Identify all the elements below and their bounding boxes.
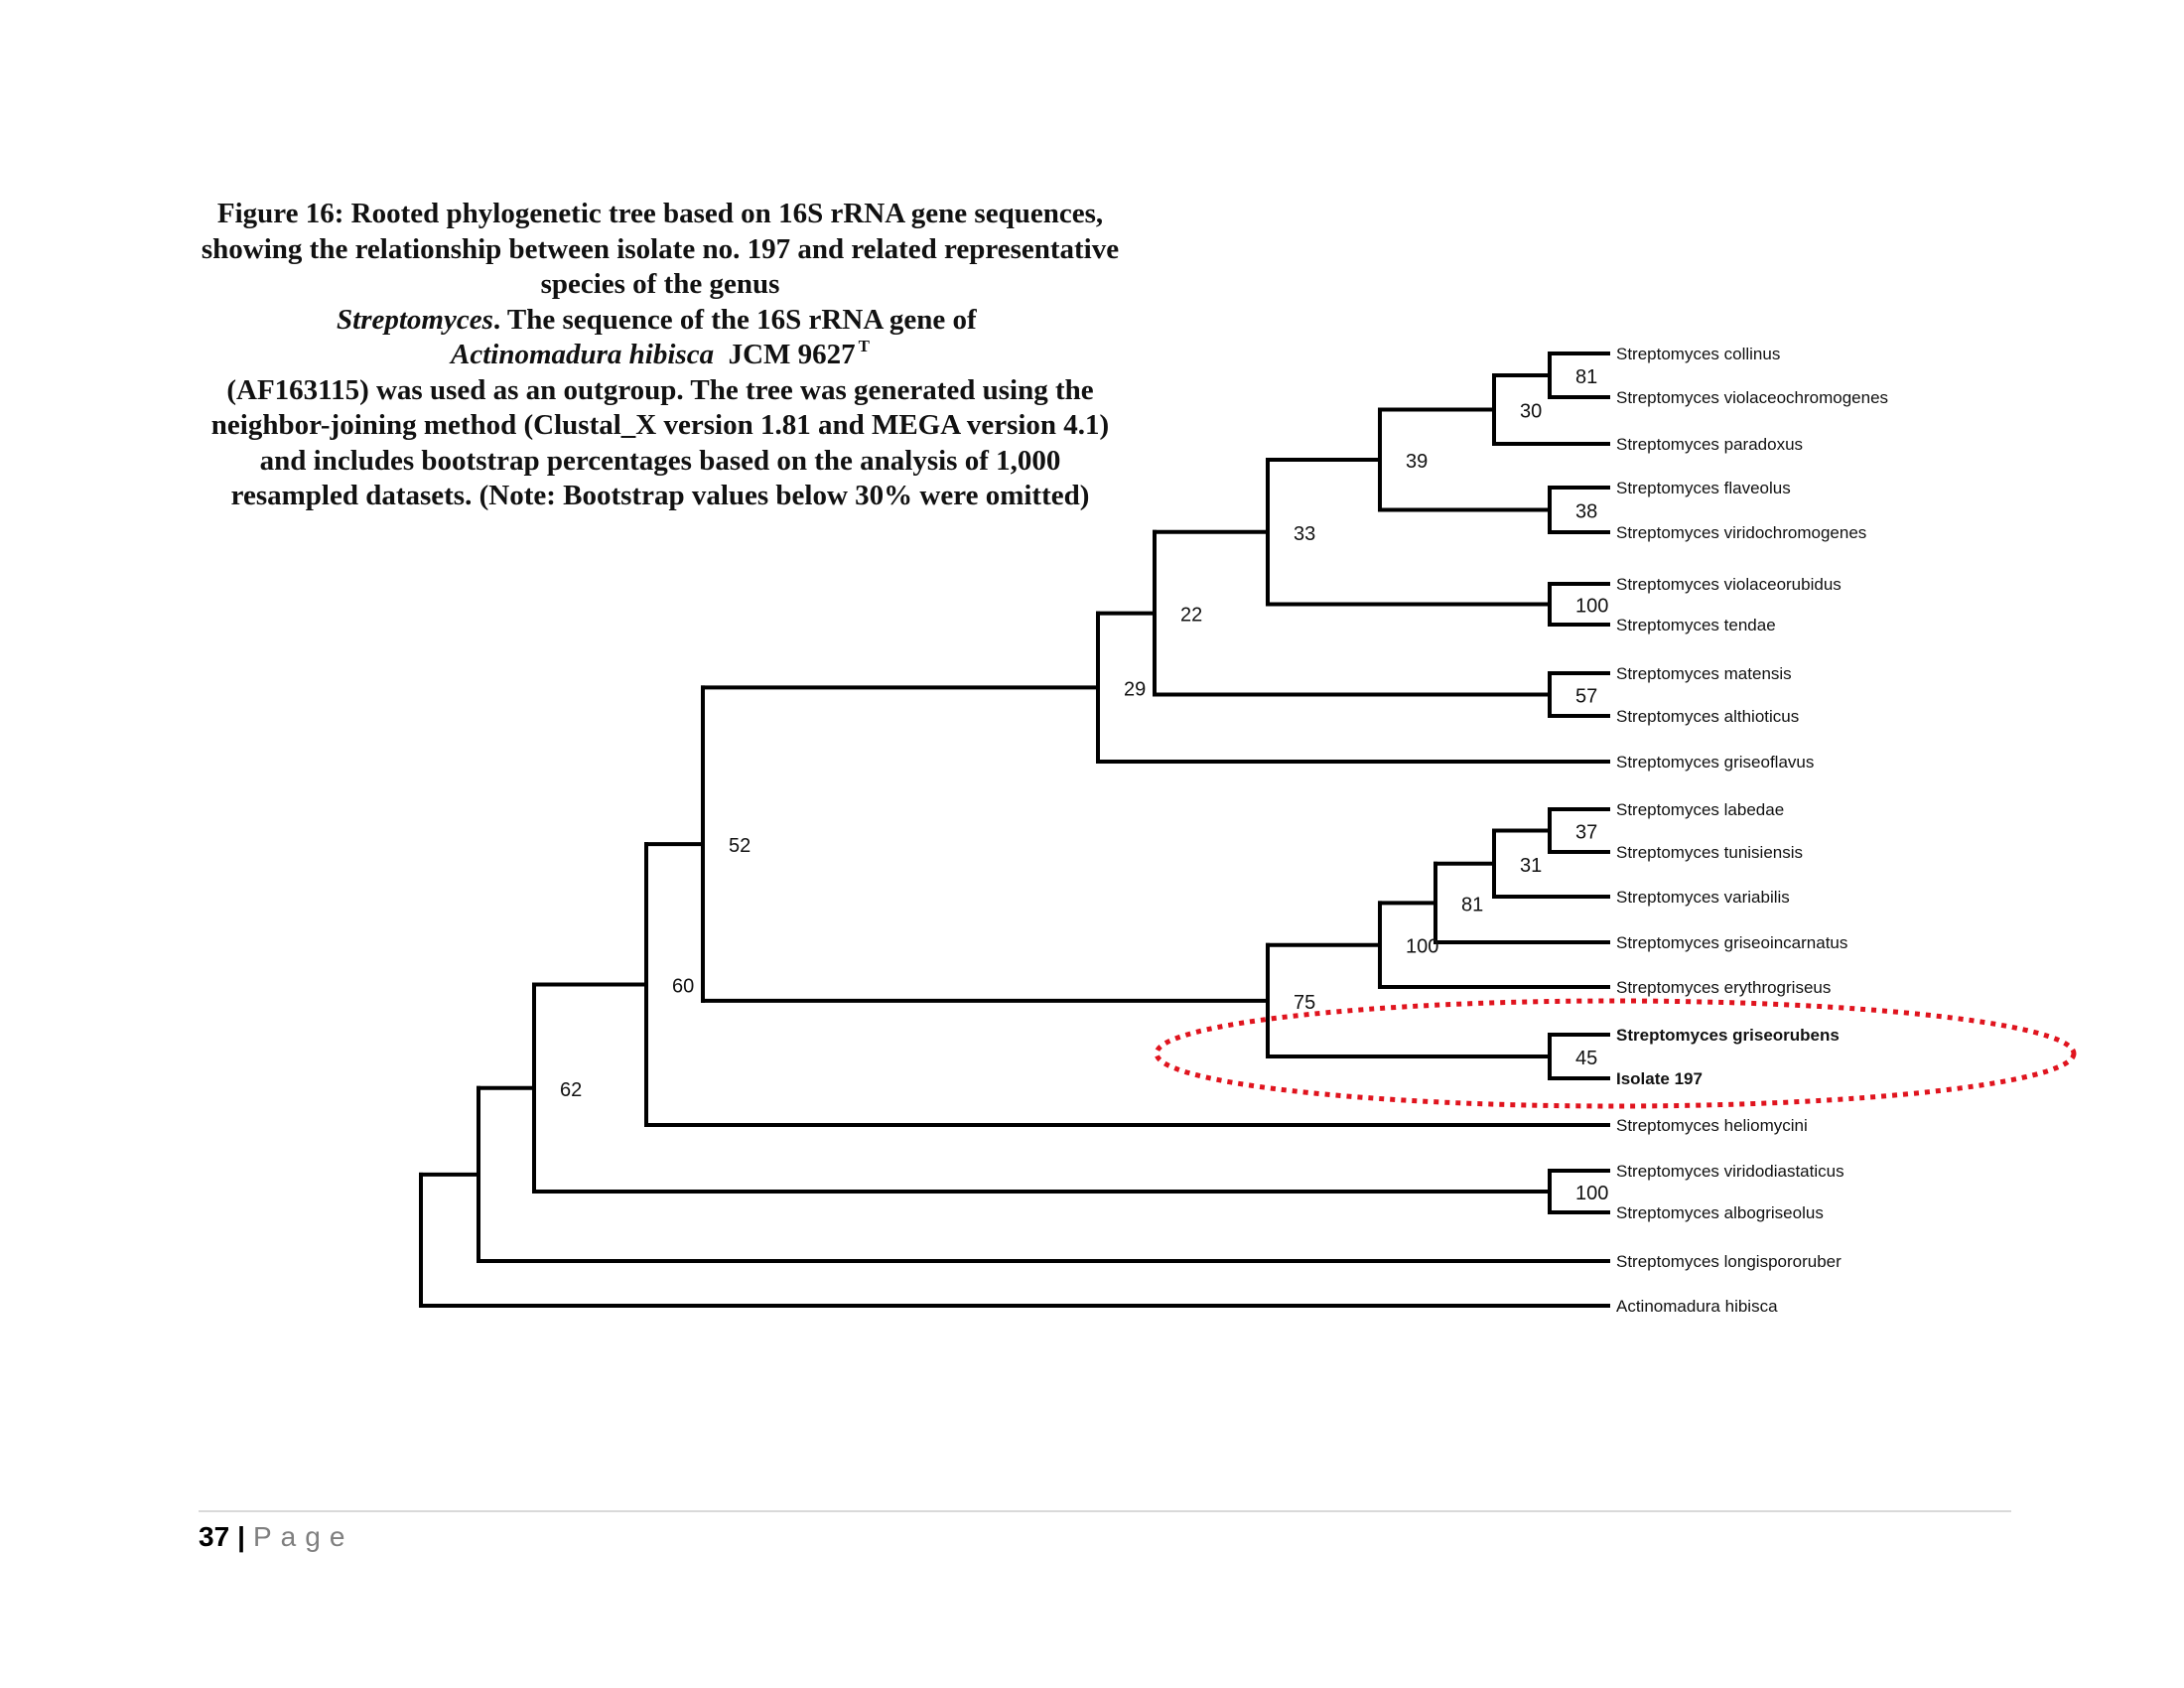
bootstrap-value: 100: [1575, 596, 1608, 618]
taxon-label: Streptomyces viridochromogenes: [1616, 523, 1866, 542]
taxon-label: Streptomyces violaceochromogenes: [1616, 388, 1888, 407]
page-label: Page: [253, 1521, 354, 1552]
taxon-label: Streptomyces albogriseolus: [1616, 1203, 1824, 1222]
footer-rule: [199, 1510, 2011, 1512]
bootstrap-value: 57: [1575, 686, 1597, 708]
taxon-label: Streptomyces erythrogriseus: [1616, 978, 1831, 997]
caption-text: . The sequence of the 16S rRNA gene of: [492, 303, 984, 336]
taxon-label: Streptomyces variabilis: [1616, 888, 1790, 907]
bootstrap-value: 31: [1520, 855, 1542, 877]
bootstrap-value: 38: [1575, 501, 1597, 523]
highlight-ellipse: [1154, 998, 2077, 1109]
taxon-label: Streptomyces violaceorubidus: [1616, 575, 1842, 594]
bootstrap-value: 45: [1575, 1048, 1597, 1069]
caption-row: Streptomyces. The sequence of the 16S rR…: [199, 303, 1122, 339]
bootstrap-value: 33: [1294, 523, 1315, 545]
taxon-label: Streptomyces griseoflavus: [1616, 753, 1814, 772]
page-number: 37: [199, 1521, 230, 1552]
taxon-label: Streptomyces tendae: [1616, 616, 1776, 634]
taxon-label: Streptomyces griseoincarnatus: [1616, 933, 1847, 952]
taxon-label: Streptomyces paradoxus: [1616, 435, 1803, 454]
bootstrap-value: 62: [560, 1079, 582, 1101]
caption-strain: JCM 9627: [714, 339, 856, 370]
taxon-label: Streptomyces matensis: [1616, 664, 1792, 683]
taxon-label: Streptomyces collinus: [1616, 345, 1780, 363]
bootstrap-value: 100: [1575, 1183, 1608, 1204]
footer-separator: |: [237, 1521, 245, 1552]
bootstrap-value: 100: [1406, 936, 1438, 958]
bootstrap-value: 75: [1294, 992, 1315, 1014]
caption-text: (AF163115) was used as an outgroup. The …: [210, 373, 1110, 512]
bootstrap-value: 22: [1180, 605, 1202, 627]
taxon-label: Streptomyces althioticus: [1616, 707, 1799, 726]
taxon-label: Streptomyces flaveolus: [1616, 479, 1791, 497]
bootstrap-value: 52: [729, 835, 751, 857]
bootstrap-value: 81: [1575, 366, 1597, 388]
taxon-label: Actinomadura hibisca: [1616, 1297, 1778, 1316]
taxon-label: Streptomyces heliomycini: [1616, 1116, 1808, 1135]
taxon-label: Isolate 197: [1616, 1069, 1703, 1088]
bootstrap-value: 39: [1406, 451, 1428, 473]
caption-type-strain-superscript: T: [858, 337, 870, 355]
bootstrap-value: 29: [1124, 678, 1146, 700]
caption-genus: Streptomyces: [337, 303, 493, 336]
taxon-label: Streptomyces longispororuber: [1616, 1252, 1842, 1271]
bootstrap-value: 81: [1461, 894, 1483, 915]
taxon-label: Streptomyces tunisiensis: [1616, 843, 1803, 862]
caption-outgroup-species: Actinomadura hibisca: [451, 339, 715, 370]
caption-text: Figure 16: Rooted phylogenetic tree base…: [201, 198, 1120, 300]
page-footer: 37| Page: [199, 1521, 353, 1553]
taxon-label: Streptomyces griseorubens: [1616, 1026, 1840, 1045]
bootstrap-value: 37: [1575, 822, 1597, 844]
taxon-label: Streptomyces labedae: [1616, 800, 1784, 819]
taxon-label: Streptomyces viridodiastaticus: [1616, 1162, 1844, 1181]
figure-caption: Figure 16: Rooted phylogenetic tree base…: [199, 197, 1122, 514]
bootstrap-value: 60: [672, 976, 694, 998]
bootstrap-value: 30: [1520, 401, 1542, 423]
